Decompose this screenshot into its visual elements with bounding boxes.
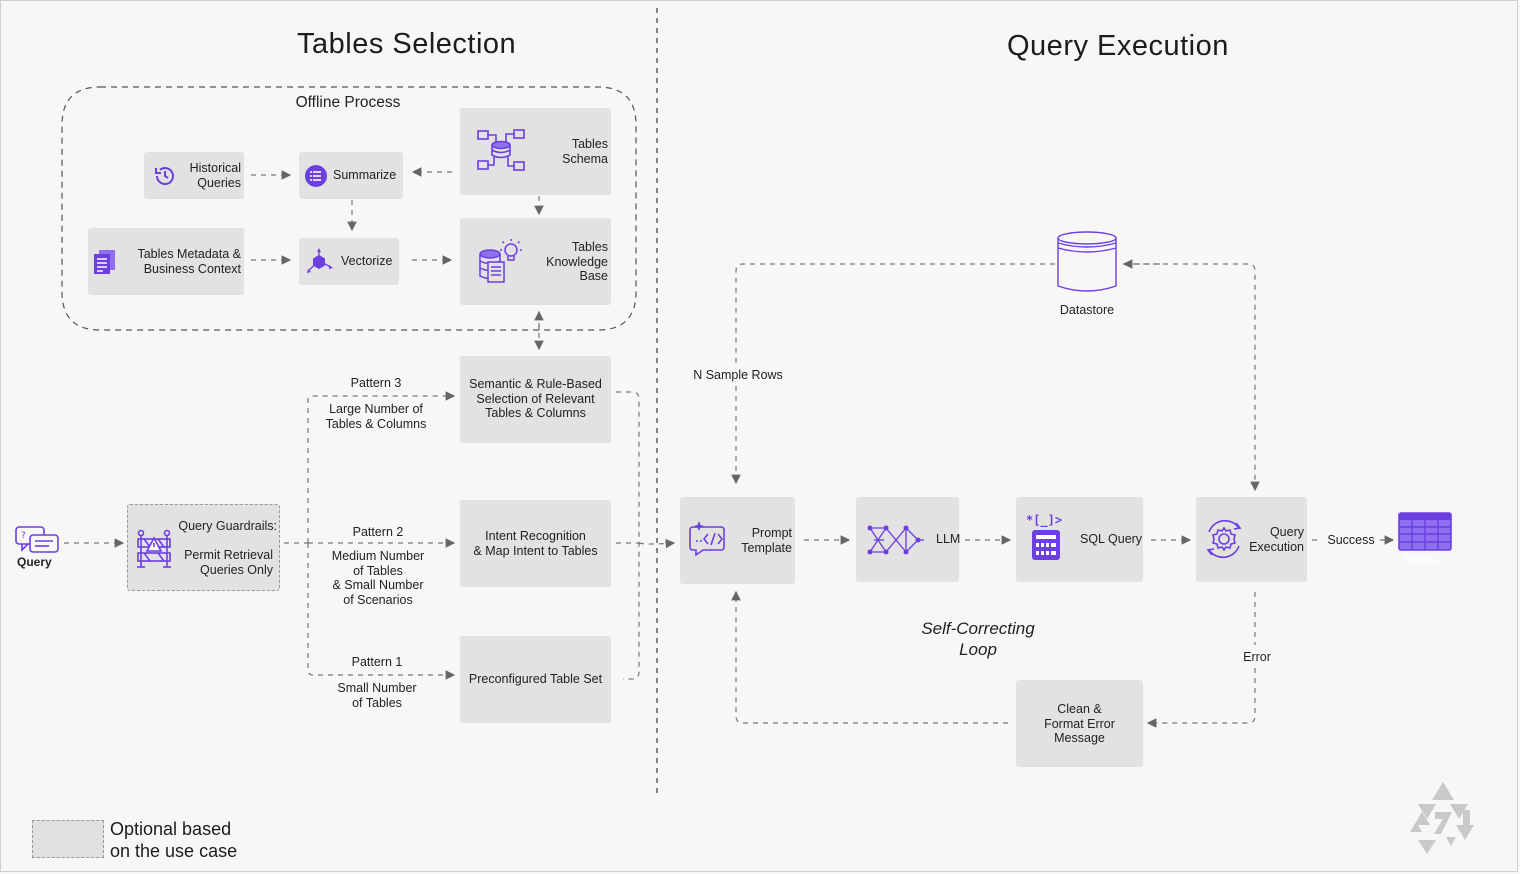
vector-icon	[307, 248, 333, 273]
schema-icon	[477, 129, 525, 171]
gear-icon	[1206, 519, 1242, 559]
summarize-node: Summarize	[299, 152, 403, 199]
pattern3-label: Pattern 3	[350, 376, 402, 390]
tables-metadata-label: Tables Metadata & Business Context	[137, 247, 241, 276]
barrier-icon	[137, 529, 171, 568]
query-execution-label: Query Execution	[1249, 525, 1304, 554]
svg-text:*[_]>: *[_]>	[1026, 513, 1062, 528]
clean-format-label: Clean & Format Error Message	[1044, 702, 1115, 745]
pattern2-desc: Medium Number of Tables & Small Number o…	[331, 549, 425, 607]
guardrails-title: Query Guardrails:	[178, 519, 277, 533]
pattern1-label: Pattern 1	[351, 655, 403, 669]
success-label: Success	[1327, 533, 1375, 547]
self-correcting-label: Self-Correcting Loop	[921, 619, 1035, 659]
sql-query-node: *[_]> SQL Query	[1016, 497, 1143, 582]
guardrails-body: Permit Retrieval Queries Only	[184, 548, 273, 577]
logo-icon	[1410, 782, 1474, 854]
prompt-template-node: Prompt Template	[680, 497, 795, 584]
semantic-selection-label: Semantic & Rule-Based Selection of Relev…	[469, 377, 602, 420]
sql-icon: *[_]>	[1026, 513, 1062, 560]
offline-process-title: Offline Process	[295, 94, 401, 111]
knowledge-base-node: Tables Knowledge Base	[460, 218, 611, 305]
query-execution-node: Query Execution	[1196, 497, 1307, 582]
intent-recognition-node: Intent Recognition & Map Intent to Table…	[460, 500, 611, 587]
query-label: Query	[17, 555, 52, 569]
prompt-icon	[689, 521, 725, 557]
llm-label: LLM	[936, 532, 961, 546]
knowledge-base-label: Tables Knowledge Base	[546, 240, 608, 283]
offline-region	[61, 86, 637, 331]
sql-query-label: SQL Query	[1080, 532, 1143, 546]
preconfigured-label: Preconfigured Table Set	[468, 672, 603, 686]
historical-queries-node: Historical Queries	[144, 152, 244, 199]
pattern3-desc: Large Number of Tables & Columns	[325, 402, 427, 431]
history-icon	[155, 167, 174, 185]
semantic-selection-node: Semantic & Rule-Based Selection of Relev…	[460, 356, 611, 443]
legend-swatch	[32, 820, 104, 858]
n-sample-rows-label: N Sample Rows	[686, 368, 790, 383]
tables-schema-node: Tables Schema	[460, 108, 611, 195]
preconfigured-node: Preconfigured Table Set	[460, 636, 611, 723]
database-icon	[1057, 231, 1117, 292]
tables-metadata-node: Tables Metadata & Business Context	[88, 228, 244, 295]
tables-selection-title: Tables Selection	[297, 28, 517, 60]
document-icon	[94, 250, 115, 274]
vectorize-label: Vectorize	[341, 254, 393, 268]
results-label: Results	[1405, 555, 1438, 565]
table-icon	[1398, 512, 1452, 551]
error-label: Error	[1243, 650, 1271, 664]
vectorize-node: Vectorize	[299, 238, 399, 285]
list-icon	[305, 165, 327, 187]
datastore-label: Datastore	[1059, 303, 1115, 317]
tables-schema-label: Tables Schema	[562, 137, 608, 166]
llm-node: LLM	[856, 497, 961, 582]
network-icon	[867, 525, 924, 555]
intent-recognition-label: Intent Recognition & Map Intent to Table…	[473, 529, 598, 558]
historical-queries-label: Historical Queries	[189, 161, 241, 190]
pattern1-desc: Small Number of Tables	[337, 681, 417, 710]
clean-format-node: Clean & Format Error Message	[1016, 680, 1143, 767]
summarize-label: Summarize	[333, 168, 397, 182]
legend-text: Optional based on the use case	[110, 819, 238, 861]
guardrails-node: Query Guardrails: Permit Retrieval Queri…	[127, 504, 280, 591]
prompt-template-label: Prompt Template	[741, 526, 792, 555]
knowledge-icon	[479, 239, 522, 283]
pattern2-label: Pattern 2	[352, 525, 404, 539]
query-execution-title: Query Execution	[1007, 30, 1229, 62]
chat-icon: ?	[15, 526, 59, 553]
svg-text:?: ?	[21, 531, 26, 541]
